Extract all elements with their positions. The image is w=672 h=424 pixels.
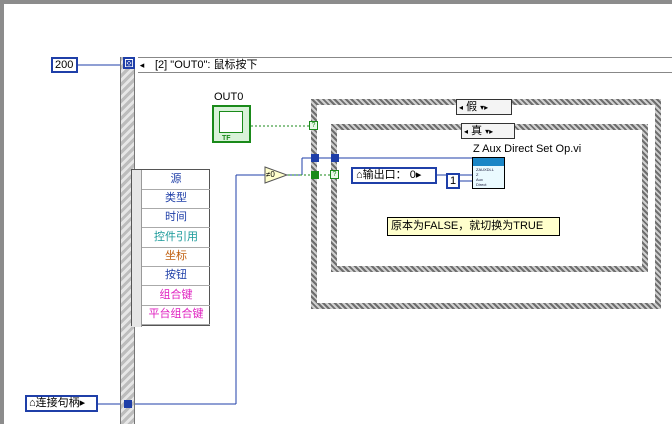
event-data-item-type[interactable]: 类型 — [142, 189, 210, 209]
output-port-label: 输出口： — [362, 169, 407, 181]
timeout-constant[interactable]: 200 — [51, 57, 78, 73]
window-left-border — [0, 0, 4, 424]
comment-label[interactable]: 原本为FALSE，就切换为TRUE — [387, 217, 560, 236]
subvi-title: Z Aux Direct Set Op.vi — [473, 143, 582, 155]
connection-handle-terminal[interactable]: ⌂连接句柄▸ — [25, 395, 98, 412]
event-data-item-modifiers[interactable]: 组合键 — [142, 286, 210, 306]
event-prev-arrow-icon[interactable]: ◂ — [139, 60, 145, 70]
left-arrow-icon[interactable]: ◂ — [464, 127, 469, 136]
event-data-stripe — [132, 170, 142, 327]
constant-one[interactable]: 1 — [446, 173, 460, 189]
event-data-item-platmods[interactable]: 平台组合键 — [142, 305, 210, 325]
subvi-icon-line: Direct — [476, 182, 487, 187]
dropdown-arrow-icon[interactable]: ▾▸ — [480, 103, 489, 112]
outer-case-selector[interactable]: ◂ 假 ▾▸ — [456, 99, 512, 115]
subvi-icon-line: Z — [476, 172, 479, 177]
out0-terminal-inner — [219, 111, 243, 133]
connection-handle-label: 连接句柄 — [35, 397, 80, 409]
left-arrow-icon[interactable]: ◂ — [459, 103, 464, 112]
bool-tunnel-outer[interactable] — [311, 171, 319, 179]
event-data-item-time[interactable]: 时间 — [142, 208, 210, 228]
event-data-item-coords[interactable]: 坐标 — [142, 247, 210, 267]
event-data-item-button[interactable]: 按钮 — [142, 266, 210, 286]
subvi-icon-header — [473, 158, 504, 166]
handle-tunnel-outer[interactable] — [311, 154, 319, 162]
not-equal-zero-node[interactable] — [264, 166, 288, 184]
handle-tunnel-inner[interactable] — [331, 154, 339, 162]
event-case-header — [138, 57, 672, 73]
event-data-item-ctlref[interactable]: 控件引用 — [142, 228, 210, 248]
boolean-tunnel-out0[interactable]: ? — [309, 121, 318, 130]
window-top-border — [0, 0, 672, 4]
inner-case-value: 真 — [471, 125, 483, 137]
timeout-terminal[interactable]: ⊠ — [123, 57, 135, 69]
reference-tunnel[interactable] — [124, 400, 132, 408]
home-icon: ⌂ — [356, 169, 363, 181]
right-arrow-icon: ▸ — [79, 397, 86, 409]
event-data-item-source[interactable]: 源 — [142, 170, 210, 190]
output-port-value: 0 — [409, 169, 416, 181]
out0-type-tag: TF — [222, 135, 231, 142]
inner-case-selector[interactable]: ◂ 真 ▾▸ — [461, 123, 515, 139]
not-equal-zero-label: ≠0 — [266, 170, 275, 179]
boolean-tunnel-notzero[interactable]: ? — [330, 170, 339, 179]
event-case-selector[interactable]: [2] "OUT0": 鼠标按下 — [155, 59, 258, 71]
subvi-icon-text: ZAUXDLL Z Aux Direct — [476, 167, 502, 187]
dropdown-arrow-icon[interactable]: ▾▸ — [485, 127, 494, 136]
right-arrow-icon: ▸ — [415, 169, 422, 181]
subvi-icon-line: ZAUXDLL — [476, 167, 495, 172]
subvi-icon-line: Aux — [476, 177, 483, 182]
output-port-property[interactable]: ⌂输出口： 0▸ — [351, 167, 437, 184]
event-data-node[interactable]: 源 类型 时间 控件引用 坐标 按钮 组合键 平台组合键 — [131, 169, 210, 327]
out0-label: OUT0 — [214, 91, 244, 103]
home-icon: ⌂ — [29, 397, 36, 409]
outer-case-value: 假 — [466, 101, 478, 113]
inner-case-structure — [331, 124, 648, 272]
